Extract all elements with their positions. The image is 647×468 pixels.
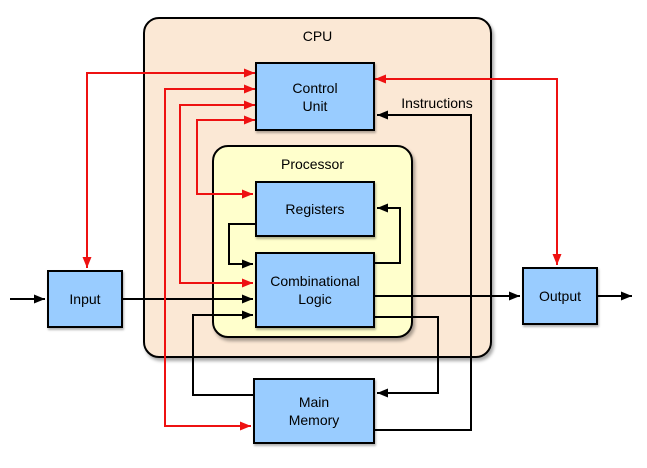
cpu-label: CPU xyxy=(302,28,333,44)
connection-combinational-logic-to-main-memory xyxy=(375,316,439,398)
input-box: Input xyxy=(47,270,123,328)
connection-control-unit-output-control xyxy=(375,74,562,265)
combinational-logic-label-line2: Logic xyxy=(298,291,332,307)
connection-control-unit-input-control xyxy=(82,68,255,268)
connection-control-unit-registers-control xyxy=(196,115,255,199)
connection-main-memory-to-control-unit-instructions xyxy=(375,110,472,431)
control-unit-box: Control Unit xyxy=(255,62,375,131)
connection-registers-to-combinational-logic xyxy=(228,223,255,269)
combinational-logic-box: Combinational Logic xyxy=(255,252,375,328)
registers-label-line1: Registers xyxy=(285,201,345,217)
output-box: Output xyxy=(522,267,598,325)
output-label-line1: Output xyxy=(538,288,582,304)
control-unit-label-line2: Unit xyxy=(302,97,328,114)
control-unit-label-line1: Control xyxy=(292,79,338,96)
connection-control-unit-combinational-logic-control xyxy=(179,100,255,288)
main-memory-label-line1: Main xyxy=(298,394,330,410)
combinational-logic-label-line1: Combinational xyxy=(270,273,360,289)
processor-label: Processor xyxy=(280,156,345,172)
main-memory-box: Main Memory xyxy=(253,378,375,444)
connection-control-unit-main-memory-control xyxy=(164,84,255,431)
input-label-line1: Input xyxy=(69,291,101,307)
connection-combinational-logic-to-registers xyxy=(375,203,401,264)
registers-box: Registers xyxy=(255,181,375,237)
main-memory-label-line2: Memory xyxy=(288,412,340,428)
instructions-label: Instructions xyxy=(401,95,473,111)
connection-main-memory-to-combinational-logic xyxy=(192,310,253,396)
